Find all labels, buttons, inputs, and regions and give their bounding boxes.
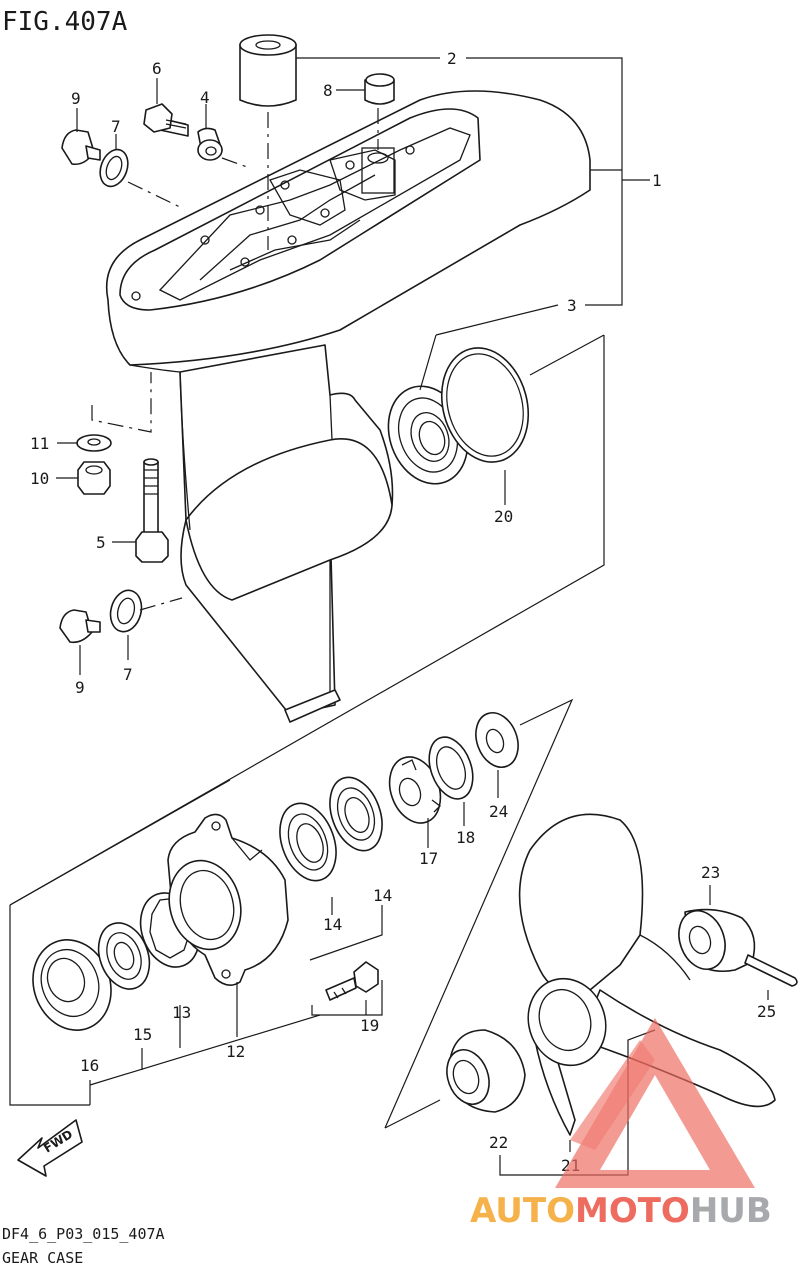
part-4-collar <box>197 127 223 161</box>
callout-22: 22 <box>489 1133 508 1152</box>
callout-3: 3 <box>567 296 577 315</box>
part-18-spacer <box>428 736 474 800</box>
callout-14-a: 14 <box>323 915 342 934</box>
gear-case-housing <box>106 90 591 723</box>
automotohub-watermark-logo <box>555 1018 755 1188</box>
callouts: 1 2 3 4 5 6 7 7 8 9 9 10 11 12 13 14 14 … <box>30 49 776 1175</box>
part-7-gasket-bottom <box>109 589 143 633</box>
figure-code: DF4_6_P03_015_407A <box>2 1225 165 1243</box>
figure-name: GEAR CASE <box>2 1249 83 1267</box>
fwd-arrow-icon: FWD <box>17 1119 83 1177</box>
part-7-gasket-top <box>99 148 129 188</box>
part-9-plug-top <box>61 129 101 166</box>
part-22-thrust-spacer <box>446 1029 526 1113</box>
part-25-cotter-pin <box>744 954 798 987</box>
part-19-bolt <box>325 961 379 1001</box>
part-14-oil-seal-b <box>329 776 383 852</box>
callout-9-top: 9 <box>71 89 81 108</box>
callout-7-bottom: 7 <box>123 665 133 684</box>
part-5-stud <box>135 458 169 563</box>
callout-18: 18 <box>456 828 475 847</box>
part-24-washer <box>475 712 519 768</box>
part-11-washer <box>76 434 112 452</box>
callout-15: 15 <box>133 1025 152 1044</box>
callout-7-top: 7 <box>111 117 121 136</box>
part-9-plug-bottom <box>59 609 101 644</box>
callout-19: 19 <box>360 1016 379 1035</box>
callout-11: 11 <box>30 434 49 453</box>
callout-13: 13 <box>172 1003 191 1022</box>
part-23-propeller-nut <box>678 908 756 973</box>
part-17-thrust-washer <box>388 756 442 824</box>
watermark-text: AUTOMOTOHUB <box>470 1191 772 1231</box>
callout-17: 17 <box>419 849 438 868</box>
figure-title: FIG.407A <box>2 7 128 37</box>
callout-8: 8 <box>323 81 333 100</box>
watermark-auto: AUTO <box>470 1191 575 1231</box>
watermark-hub: HUB <box>690 1191 772 1231</box>
callout-12: 12 <box>226 1042 245 1061</box>
part-14-oil-seal-a <box>279 802 337 882</box>
callout-16: 16 <box>80 1056 99 1075</box>
callout-9-bottom: 9 <box>75 678 85 697</box>
part-6-bolt <box>143 103 189 137</box>
part-12-propeller-shaft-housing <box>167 813 289 986</box>
callout-10: 10 <box>30 469 49 488</box>
part-8-pin <box>364 73 395 105</box>
callout-20: 20 <box>494 507 513 526</box>
callout-6: 6 <box>152 59 162 78</box>
part-20-o-ring <box>440 347 530 463</box>
callout-14-b: 14 <box>373 886 392 905</box>
callout-23: 23 <box>701 863 720 882</box>
watermark-moto: MOTO <box>575 1191 690 1231</box>
callout-25: 25 <box>757 1002 776 1021</box>
callout-5: 5 <box>96 533 106 552</box>
callout-2: 2 <box>447 49 457 68</box>
callout-1: 1 <box>652 171 662 190</box>
leader-lines <box>9 57 769 1176</box>
part-21-propeller <box>518 813 776 1136</box>
callout-24: 24 <box>489 802 508 821</box>
part-10-nut <box>77 461 111 495</box>
part-16-bearing <box>32 939 112 1031</box>
part-15-bearing <box>97 922 151 990</box>
callout-4: 4 <box>200 88 210 107</box>
part-2-sleeve <box>239 34 297 107</box>
